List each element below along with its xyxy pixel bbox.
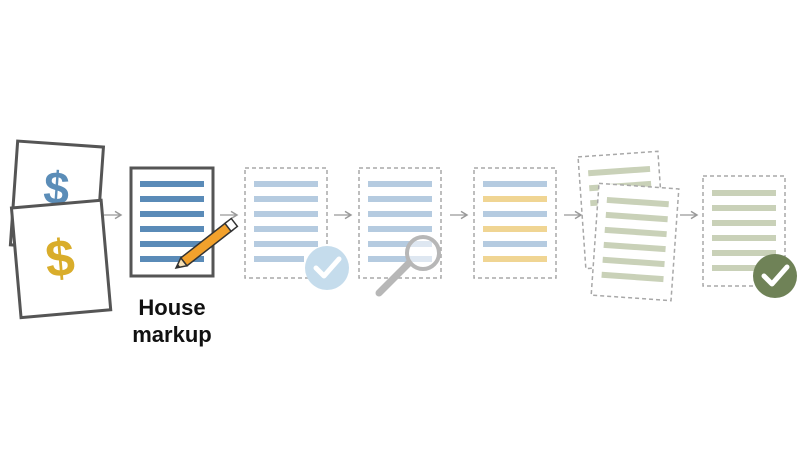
step-amended (473, 167, 557, 279)
step-passed (244, 167, 349, 290)
dollar-document-front: $ (9, 198, 113, 320)
document-lines (140, 181, 204, 262)
step-budget-request: $ $ (8, 139, 113, 320)
version-document-front (590, 182, 680, 302)
pencil-icon (174, 217, 239, 270)
check-badge-icon (753, 254, 797, 298)
step-label-house-markup: House markup (112, 294, 232, 348)
check-badge-icon (305, 246, 349, 290)
step-label-line-2: markup (132, 322, 212, 347)
dollar-icon-gold: $ (43, 229, 77, 289)
document-lines (483, 181, 547, 262)
step-review (358, 167, 442, 297)
document-lines (368, 181, 432, 262)
document-lines (254, 181, 318, 262)
magnifying-glass-icon (375, 235, 441, 297)
step-final (702, 175, 797, 298)
document-lines (712, 190, 776, 271)
step-label-line-1: House (138, 295, 206, 320)
step-house-markup (129, 166, 239, 278)
step-versions (577, 150, 680, 302)
